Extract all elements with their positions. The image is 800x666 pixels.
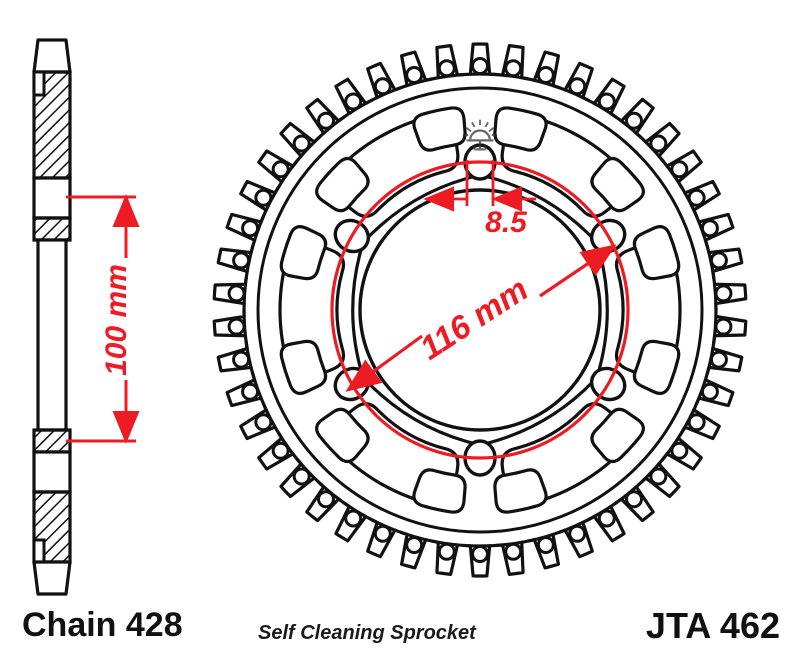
bolt-hole-dimension-label: 8.5 (485, 206, 528, 239)
tooth-root-relief-hole (344, 92, 363, 111)
sun-burst-stamp (462, 119, 498, 151)
tooth-root-relief-hole (471, 57, 489, 75)
pcd-circle (330, 160, 630, 460)
profile-upper-band (32, 176, 72, 220)
tooth-root-relief-hole (317, 490, 336, 509)
center-bore (358, 188, 602, 432)
mud-relief-slot-small (632, 225, 681, 281)
root-circle (242, 72, 718, 548)
profile-upper-boss (32, 216, 72, 242)
tooth-root-relief-hole (471, 545, 489, 563)
tooth-root-relief-hole (344, 509, 363, 528)
tooth-root-relief-hole (504, 542, 523, 561)
profile-upper-notch (32, 70, 46, 97)
tooth-root-relief-hole (292, 134, 311, 153)
profile-web (36, 238, 68, 432)
tooth-root-relief-hole (670, 160, 689, 179)
tooth-root-relief-hole (709, 350, 728, 369)
tooth-root-relief-hole (714, 317, 733, 336)
tooth-root-relief-hole (232, 251, 251, 270)
tooth-root-relief-hole (624, 111, 643, 130)
thickness-dimension: 100 mm (66, 194, 140, 444)
mud-relief-slot-small (590, 156, 645, 213)
tooth-root-relief-hole (292, 467, 311, 486)
tooth-root-relief-hole (317, 111, 336, 130)
tagline-label: Self Cleaning Sprocket (258, 622, 477, 644)
thickness-dimension-label: 100 mm (100, 264, 133, 376)
tooth-root-relief-hole (649, 134, 668, 153)
face-view: 116 mm 8.5 (212, 42, 748, 578)
mud-relief-slot-small (279, 225, 328, 281)
mud-relief-slot-small (315, 407, 370, 464)
mud-relief-slot-small (412, 468, 467, 514)
side-section-view (32, 38, 72, 596)
tooth-root-relief-hole (714, 284, 733, 303)
mud-relief-slot-small (412, 106, 467, 152)
mud-relief-slot-small (493, 468, 548, 514)
part-number-label: JTA 462 (646, 605, 780, 646)
profile-top-tooth (32, 38, 72, 74)
tooth-root-relief-hole (649, 467, 668, 486)
chain-label: Chain 428 (22, 606, 183, 644)
tooth-root-relief-hole (597, 509, 616, 528)
pcd-leader-lower (345, 334, 423, 392)
tooth-root-relief-hole (227, 317, 246, 336)
tooth-root-relief-hole (504, 59, 523, 78)
profile-bottom-tooth (32, 560, 72, 596)
tooth-root-relief-hole (624, 490, 643, 509)
tooth-root-relief-hole (437, 542, 456, 561)
tooth-root-relief-hole (709, 251, 728, 270)
profile-lower-notch (32, 538, 46, 564)
tooth-root-relief-hole (670, 441, 689, 460)
profile-lower-band (32, 450, 72, 494)
tooth-root-relief-hole (232, 350, 251, 369)
mud-relief-slots-small (279, 106, 681, 514)
tooth-root-relief-hole (227, 284, 246, 303)
mud-relief-slot-small (590, 407, 645, 464)
profile-lower-boss (32, 428, 72, 454)
tooth-profile-path (212, 42, 748, 578)
rim-inner-circle (256, 86, 704, 534)
bolt-hole-dimension: 8.5 (423, 160, 536, 239)
mud-relief-slot-small (279, 339, 328, 395)
mud-relief-slot-small (632, 339, 681, 395)
tooth-root-relief-hole (597, 92, 616, 111)
pcd-leader-upper (539, 244, 617, 298)
mud-relief-slot-small (315, 156, 370, 213)
tooth-root-relief-hole (271, 160, 290, 179)
tooth-root-relief-hole (437, 59, 456, 78)
mud-relief-slot-small (493, 106, 548, 152)
tooth-root-relief-hole (271, 441, 290, 460)
